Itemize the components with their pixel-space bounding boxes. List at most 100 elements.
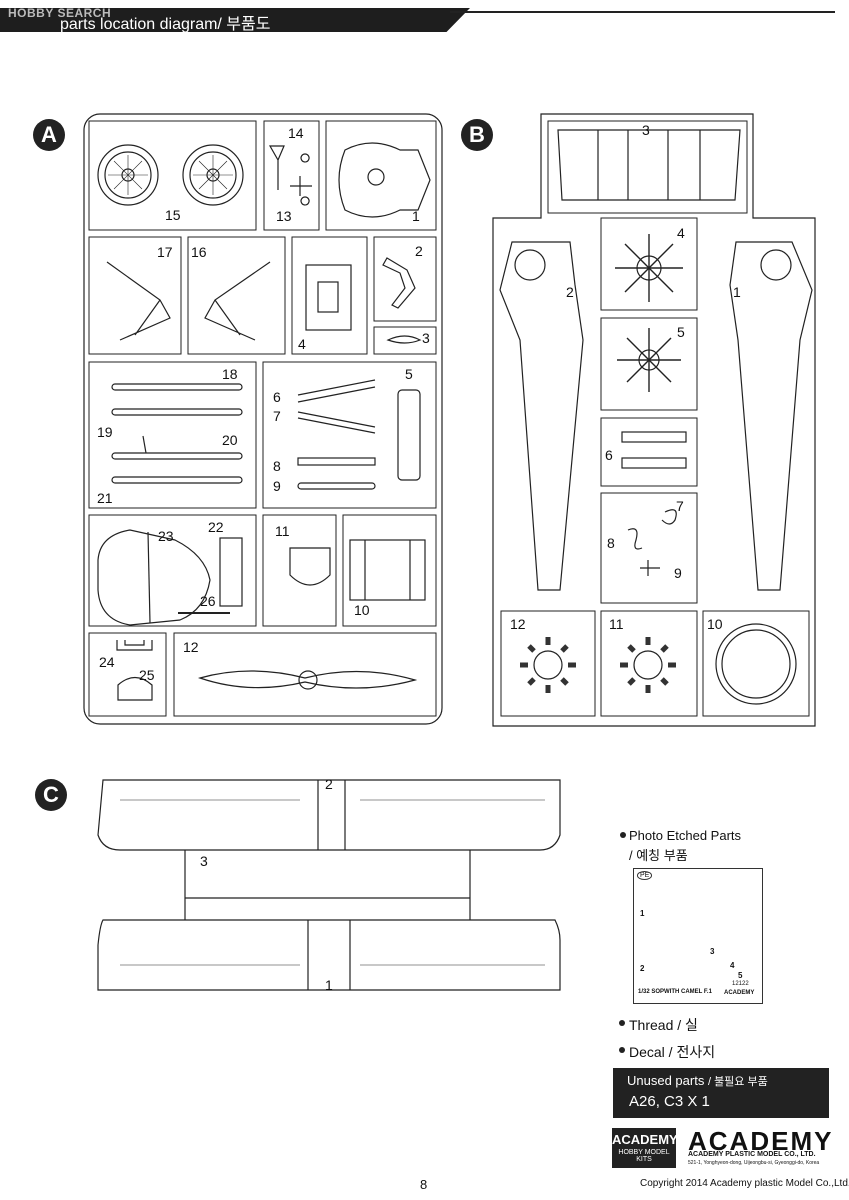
part-number: 25 (139, 667, 155, 683)
sprue-a-frame (83, 113, 443, 725)
part-number: 11 (275, 523, 290, 539)
strut-part (204, 261, 271, 341)
sprue-a-cell (88, 236, 182, 355)
part-number: 14 (288, 125, 304, 141)
bar-part (111, 383, 243, 391)
section-c-badge: C (35, 779, 67, 811)
part-number: 1 (325, 977, 333, 993)
part-number: 10 (707, 616, 723, 632)
part-number: 12 (183, 639, 199, 655)
part-number: 10 (354, 602, 370, 618)
pe-code: 12122 (732, 981, 749, 987)
fuselage-half-part (729, 241, 813, 591)
small-part (117, 676, 153, 701)
sprue-b-cell (600, 610, 698, 717)
cowl-part (338, 142, 431, 218)
page-number: 8 (420, 1177, 428, 1192)
seat-part (289, 547, 331, 586)
sprue-a-cell (262, 514, 337, 627)
sprue-a-cell (173, 632, 437, 717)
part-number: 4 (298, 336, 306, 352)
part-number: 22 (208, 519, 224, 535)
tailplane-part (557, 129, 741, 201)
part-number: 19 (97, 424, 113, 440)
upper-wing-part (97, 779, 561, 851)
badge-name: ACADEMY (612, 1132, 678, 1147)
part-number: 6 (273, 389, 281, 405)
gun-part (621, 457, 687, 469)
part-number: 3 (422, 330, 430, 346)
watermark: HOBBY SEARCH (8, 6, 112, 20)
part-number: 7 (676, 498, 684, 514)
sprue-b-cell (600, 492, 698, 604)
small-part (640, 560, 660, 576)
bullet (620, 832, 626, 838)
strut-part (106, 261, 171, 341)
sprue-a-cell (262, 361, 437, 509)
small-part (382, 257, 416, 309)
sprue-b-cell (500, 610, 596, 717)
part-number: 3 (642, 122, 650, 138)
sprue-a-cell (373, 326, 437, 355)
small-part (386, 335, 422, 344)
ring-part (715, 623, 797, 705)
part-number: 1 (412, 208, 420, 224)
sprue-a-cell (88, 514, 257, 627)
pe-model: 1/32 SOPWITH CAMEL F.1 (638, 989, 712, 995)
sprue-b-cell (600, 317, 698, 411)
small-part (116, 640, 153, 651)
panel-part (219, 537, 243, 607)
sprue-a-cell (291, 236, 368, 355)
small-part (627, 528, 643, 550)
photo-etched-fret: PE 1 2 3 4 5 1/32 SOPWITH CAMEL F.1 1212… (633, 868, 763, 1004)
header-bar (0, 8, 470, 32)
part-number: 16 (191, 244, 207, 260)
part-number: 5 (405, 366, 413, 382)
pe-label: PE (637, 871, 653, 880)
part-number: 11 (609, 616, 624, 632)
sprue-a-cell (187, 236, 286, 355)
badge-sub: HOBBY MODEL KITS (618, 1149, 670, 1163)
engine-part (533, 650, 563, 680)
section-a-badge: A (33, 119, 65, 151)
bar-part (297, 379, 376, 403)
company-address: 521-1, Yonghyeon-dong, Uijeongbu-si, Gye… (688, 1160, 820, 1166)
sprue-a-cell (373, 236, 437, 322)
pe-number: 2 (640, 964, 645, 973)
sprue-b-cell (547, 120, 748, 214)
bullet (619, 1020, 625, 1026)
strut-part (268, 145, 285, 190)
academy-logo: ACADEMY (688, 1126, 834, 1156)
part-number: 8 (607, 535, 615, 551)
unused-title-ko: / 불필요 부품 (707, 1076, 768, 1088)
panel-part (397, 389, 421, 481)
sprue-a-cell (88, 632, 167, 717)
page-header: HOBBY SEARCH parts location diagram/ 부품도 (0, 0, 849, 34)
bar-part (297, 482, 376, 490)
propeller-part (197, 670, 418, 689)
part-number: 2 (415, 243, 423, 259)
engine-part (633, 650, 663, 680)
part-number: 5 (677, 324, 685, 340)
legend-photo-etched-ko: / 예칭 부품 (629, 848, 688, 863)
part-number: 9 (273, 478, 281, 494)
pe-number: 4 (730, 961, 735, 970)
academy-badge: ACADEMY HOBBY MODEL KITS (612, 1128, 678, 1168)
part-number: 18 (222, 366, 238, 382)
part-number: 1 (733, 284, 741, 300)
part-number: 2 (325, 776, 333, 792)
part-number: 17 (157, 244, 173, 260)
wheel-part (182, 144, 244, 206)
part-number: 13 (276, 208, 292, 224)
sprue-a-cell (325, 120, 437, 231)
copyright: Copyright 2014 Academy plastic Model Co.… (640, 1178, 849, 1189)
pe-brand: ACADEMY (724, 990, 755, 996)
sprue-b-frame (492, 113, 816, 727)
part-number: 9 (674, 565, 682, 581)
page-title: parts location diagram/ 부품도 (60, 16, 271, 33)
bar-part (297, 411, 376, 434)
part-number: 6 (605, 447, 613, 463)
part-number: 8 (273, 458, 281, 474)
part-number: 20 (222, 432, 238, 448)
